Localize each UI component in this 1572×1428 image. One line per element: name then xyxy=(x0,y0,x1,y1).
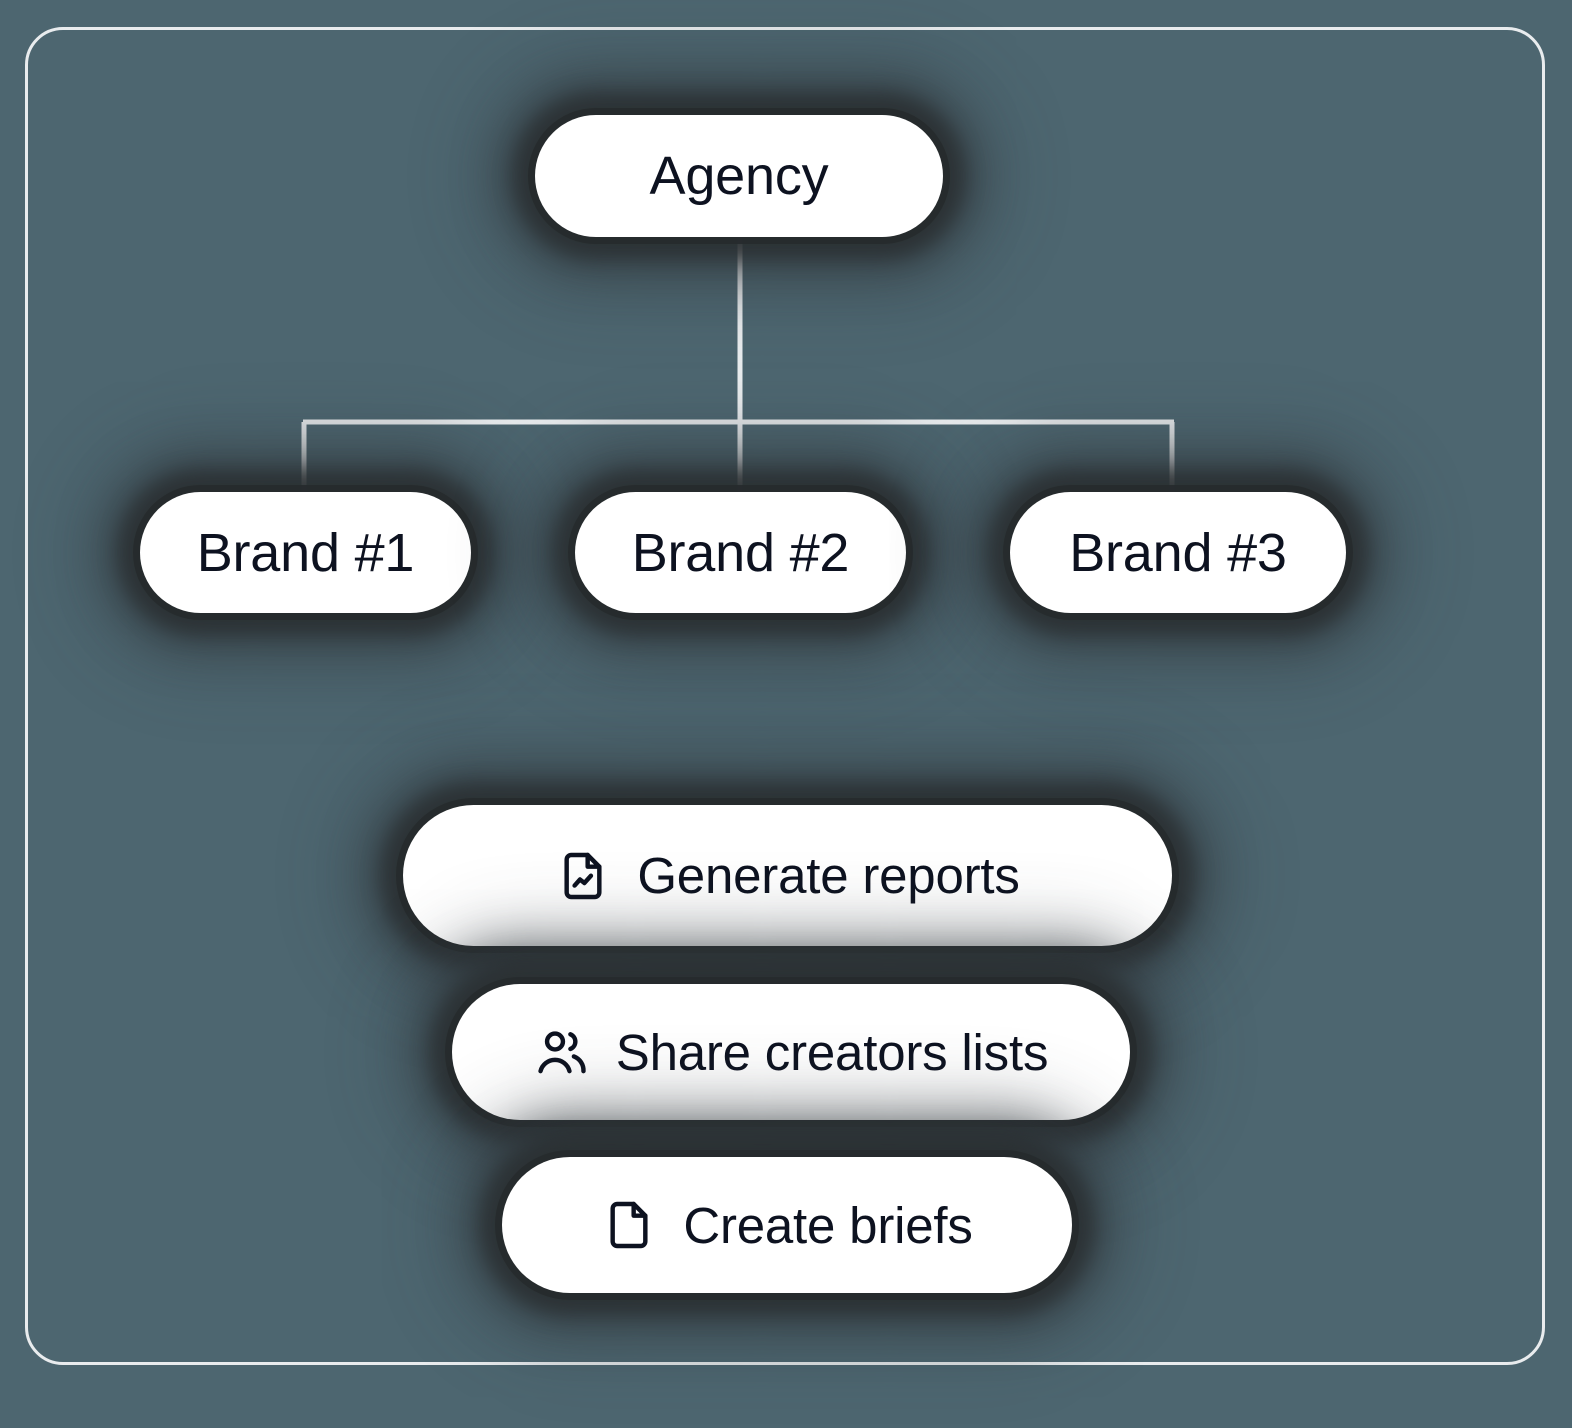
node-agency[interactable]: Agency xyxy=(535,115,943,237)
action-generate-reports-label: Generate reports xyxy=(637,847,1020,904)
node-brand-2-label: Brand #2 xyxy=(631,522,850,583)
node-brand-2[interactable]: Brand #2 xyxy=(575,492,906,613)
users-icon xyxy=(534,1024,590,1080)
node-brand-1[interactable]: Brand #1 xyxy=(140,492,471,613)
node-brand-3[interactable]: Brand #3 xyxy=(1010,492,1346,613)
action-generate-reports[interactable]: Generate reports xyxy=(403,805,1172,946)
action-create-briefs[interactable]: Create briefs xyxy=(502,1157,1072,1293)
action-share-creators-lists[interactable]: Share creators lists xyxy=(452,984,1130,1120)
file-chart-icon xyxy=(555,848,611,904)
action-create-briefs-label: Create briefs xyxy=(683,1196,973,1254)
node-brand-1-label: Brand #1 xyxy=(196,522,415,583)
node-brand-3-label: Brand #3 xyxy=(1069,522,1287,583)
node-agency-label: Agency xyxy=(649,146,829,206)
file-icon xyxy=(601,1197,657,1253)
action-share-creators-lists-label: Share creators lists xyxy=(615,1023,1049,1081)
